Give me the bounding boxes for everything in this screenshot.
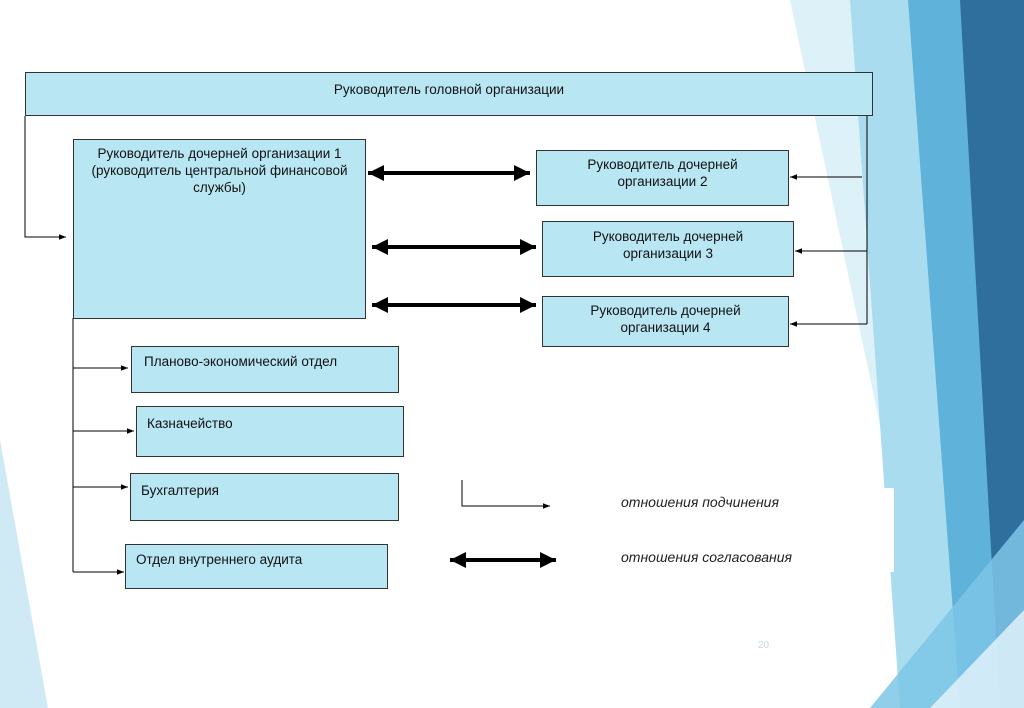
legend-coordination-label: отношения согласования xyxy=(621,549,792,565)
department-audit-box: Отдел внутреннего аудита xyxy=(125,544,388,589)
page-number: 20 xyxy=(758,640,770,651)
subsidiary-2-box: Руководитель дочерней организации 2 xyxy=(536,150,789,206)
department-planning-box: Планово-экономический отдел xyxy=(131,346,399,393)
department-accounting-box: Бухгалтерия xyxy=(130,473,399,521)
department-planning-label: Планово-экономический отдел xyxy=(144,354,338,369)
decor-stripe-dark xyxy=(960,0,1024,708)
subsidiary-3-box: Руководитель дочерней организации 3 xyxy=(542,221,794,277)
legend-subordination-label: отношения подчинения xyxy=(621,494,779,510)
line-head-to-sub1 xyxy=(24,116,66,240)
subsidiary-1-label: Руководитель дочерней организации 1 (рук… xyxy=(91,146,348,195)
decor-bottom-right-light xyxy=(930,610,1024,708)
department-treasury-label: Казначейство xyxy=(147,416,233,431)
department-treasury-box: Казначейство xyxy=(136,406,404,457)
head-box: Руководитель головной организации xyxy=(25,72,873,116)
head-label: Руководитель головной организации xyxy=(333,82,565,97)
subsidiary-2-label: Руководитель дочерней организации 2 xyxy=(587,157,738,189)
subsidiary-1-box: Руководитель дочерней организации 1 (рук… xyxy=(73,139,366,319)
decor-left-edge xyxy=(0,440,48,708)
subsidiary-4-label: Руководитель дочерней организации 4 xyxy=(590,303,741,335)
department-audit-label: Отдел внутреннего аудита xyxy=(136,552,303,567)
subsidiary-4-box: Руководитель дочерней организации 4 xyxy=(542,296,789,347)
legend-background xyxy=(820,488,894,572)
department-accounting-label: Бухгалтерия xyxy=(141,483,219,498)
legend-subordination-arrow xyxy=(461,480,550,509)
subsidiary-3-label: Руководитель дочерней организации 3 xyxy=(592,229,744,261)
